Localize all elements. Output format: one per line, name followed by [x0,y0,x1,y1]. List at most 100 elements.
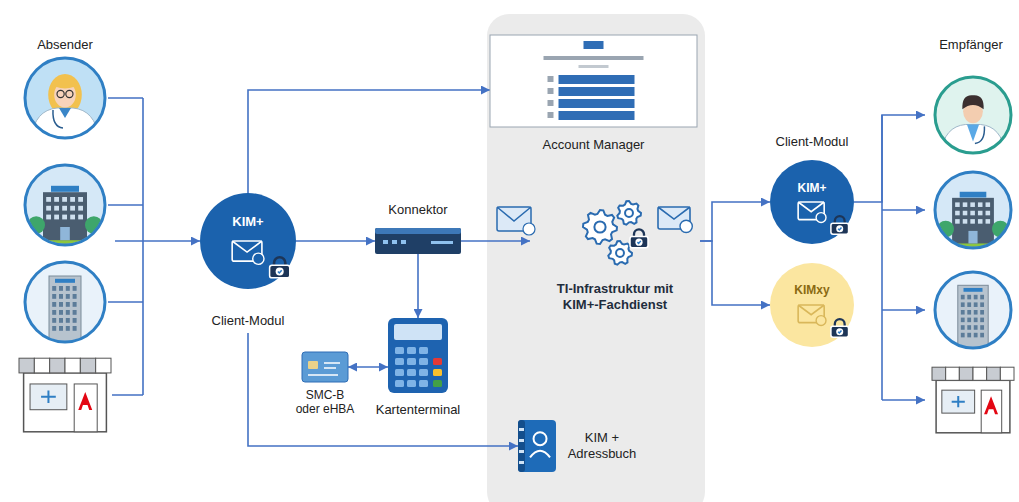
door [60,227,70,240]
window [974,333,978,338]
screenshot-button [559,87,635,96]
connector-device: Konnektor [372,200,464,256]
lock-check-circle [635,239,642,246]
pharmacy-logo [984,396,998,414]
window [963,211,968,216]
awning-stripe [973,367,987,380]
window [961,318,965,323]
client-module: KIMxy [770,263,854,347]
recipient-group: Empfänger [925,35,1017,445]
flow-arrow [248,90,490,193]
client-module: Client-ModulKIM+ [770,132,854,248]
hair [962,95,983,109]
module-circle [200,193,296,289]
building [952,198,994,244]
bangs [53,79,77,89]
building-sign [55,279,75,283]
gear [583,210,617,244]
book-ring [519,428,524,431]
smart-card-node: SMC-B oder eHBA [290,350,360,425]
lock-check [637,241,640,244]
module-circle [770,263,854,347]
device-label: Konnektor [388,202,447,218]
building-sign [51,186,79,192]
window [62,215,67,220]
pharmacy-logo [78,392,92,410]
book-label: KIM + Adressbuch [562,430,642,461]
icon-clip-group [958,285,988,350]
terminal-key [433,380,442,387]
window [59,310,63,315]
envelope-flap [497,207,531,221]
icon-clip-group [49,276,81,344]
module-title: KIM+ [797,181,826,195]
stethoscope [975,126,985,143]
group-heading: Absender [37,37,93,53]
building-sign [964,288,983,292]
window [59,302,63,307]
awning-stripe [34,358,49,373]
awning-stripe [946,367,960,380]
window [986,211,991,216]
awning-stripe [96,358,111,373]
gear-hub [594,221,605,232]
awning-stripe [19,358,34,373]
glasses [66,90,73,97]
window [73,286,77,291]
window [66,310,70,315]
book-ring [519,439,524,442]
terminal-key [407,347,416,354]
window [961,310,965,315]
envelope-check [523,223,535,235]
window [961,295,965,300]
icon-ring [25,165,105,245]
device-top [375,228,461,234]
flow-arrow [115,240,200,242]
text-box: Konnektor [372,200,464,218]
smart-card [302,352,348,382]
lock-body [630,237,648,248]
window [967,325,971,330]
window [974,325,978,330]
window [62,206,67,211]
text-box: Empfänger [925,35,1017,53]
terminal-key [419,369,428,376]
window [967,302,971,307]
envelope-flap [658,207,690,219]
window [66,302,70,307]
window [980,310,984,315]
shop-base [936,380,1010,432]
terminal-screen [394,324,442,340]
window [970,211,975,216]
window [955,219,960,224]
awning-stripe [50,358,65,373]
split-arrow [882,209,925,211]
terminal-key [395,347,404,354]
window [967,295,971,300]
window [986,219,991,224]
icon-clip-group [25,186,105,250]
terminal-key [407,380,416,387]
terminal-key [433,369,442,376]
text-box: KIM + Adressbuch [562,430,642,462]
icon-bg [935,172,1011,248]
window [978,202,983,207]
window [52,318,56,323]
terminal-key [407,358,416,365]
screenshot-button [559,111,635,120]
window [961,302,965,307]
window [59,326,63,331]
shop-door [74,384,97,432]
window [974,302,978,307]
window [78,197,83,202]
node-art [925,35,1017,445]
service-node: TI-Infrastruktur mit KIM+-Fachdienst [530,195,700,335]
window [66,286,70,291]
lock-body [270,265,290,277]
window [980,295,984,300]
flow-arrow [296,240,375,242]
window [955,211,960,216]
module-label: Client-Modul [776,134,849,150]
book-ring [519,461,524,464]
